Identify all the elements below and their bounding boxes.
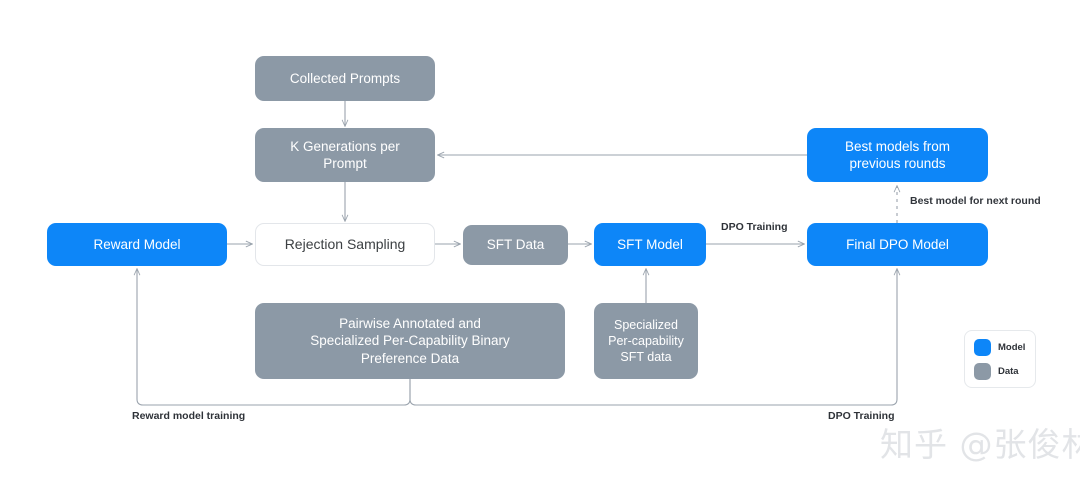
legend-item-model: Model [974,339,1035,356]
edge-label-dpo-training-top: DPO Training [721,221,788,233]
legend: Model Data [964,330,1036,388]
legend-label-data: Data [998,366,1019,377]
legend-swatch-data-icon [974,363,991,380]
node-sft-data[interactable]: SFT Data [463,225,568,265]
legend-swatch-model-icon [974,339,991,356]
legend-item-data: Data [974,363,1035,380]
watermark: 知乎 @张俊林 [880,425,1080,464]
edge-label-best-model-for-next-round: Best model for next round [910,195,1041,207]
node-collected-prompts[interactable]: Collected Prompts [255,56,435,101]
node-rejection-sampling[interactable]: Rejection Sampling [255,223,435,266]
node-pairwise-preference-data[interactable]: Pairwise Annotated and Specialized Per-C… [255,303,565,379]
node-k-generations-per-prompt[interactable]: K Generations per Prompt [255,128,435,182]
node-reward-model[interactable]: Reward Model [47,223,227,266]
node-final-dpo-model[interactable]: Final DPO Model [807,223,988,266]
edge-label-dpo-training-bottom: DPO Training [828,410,895,422]
node-best-models-from-previous-rounds[interactable]: Best models from previous rounds [807,128,988,182]
edge-label-reward-model-training: Reward model training [132,410,246,422]
node-sft-model[interactable]: SFT Model [594,223,706,266]
legend-label-model: Model [998,342,1026,353]
node-specialized-per-capability-sft-data[interactable]: Specialized Per-capability SFT data [594,303,698,379]
